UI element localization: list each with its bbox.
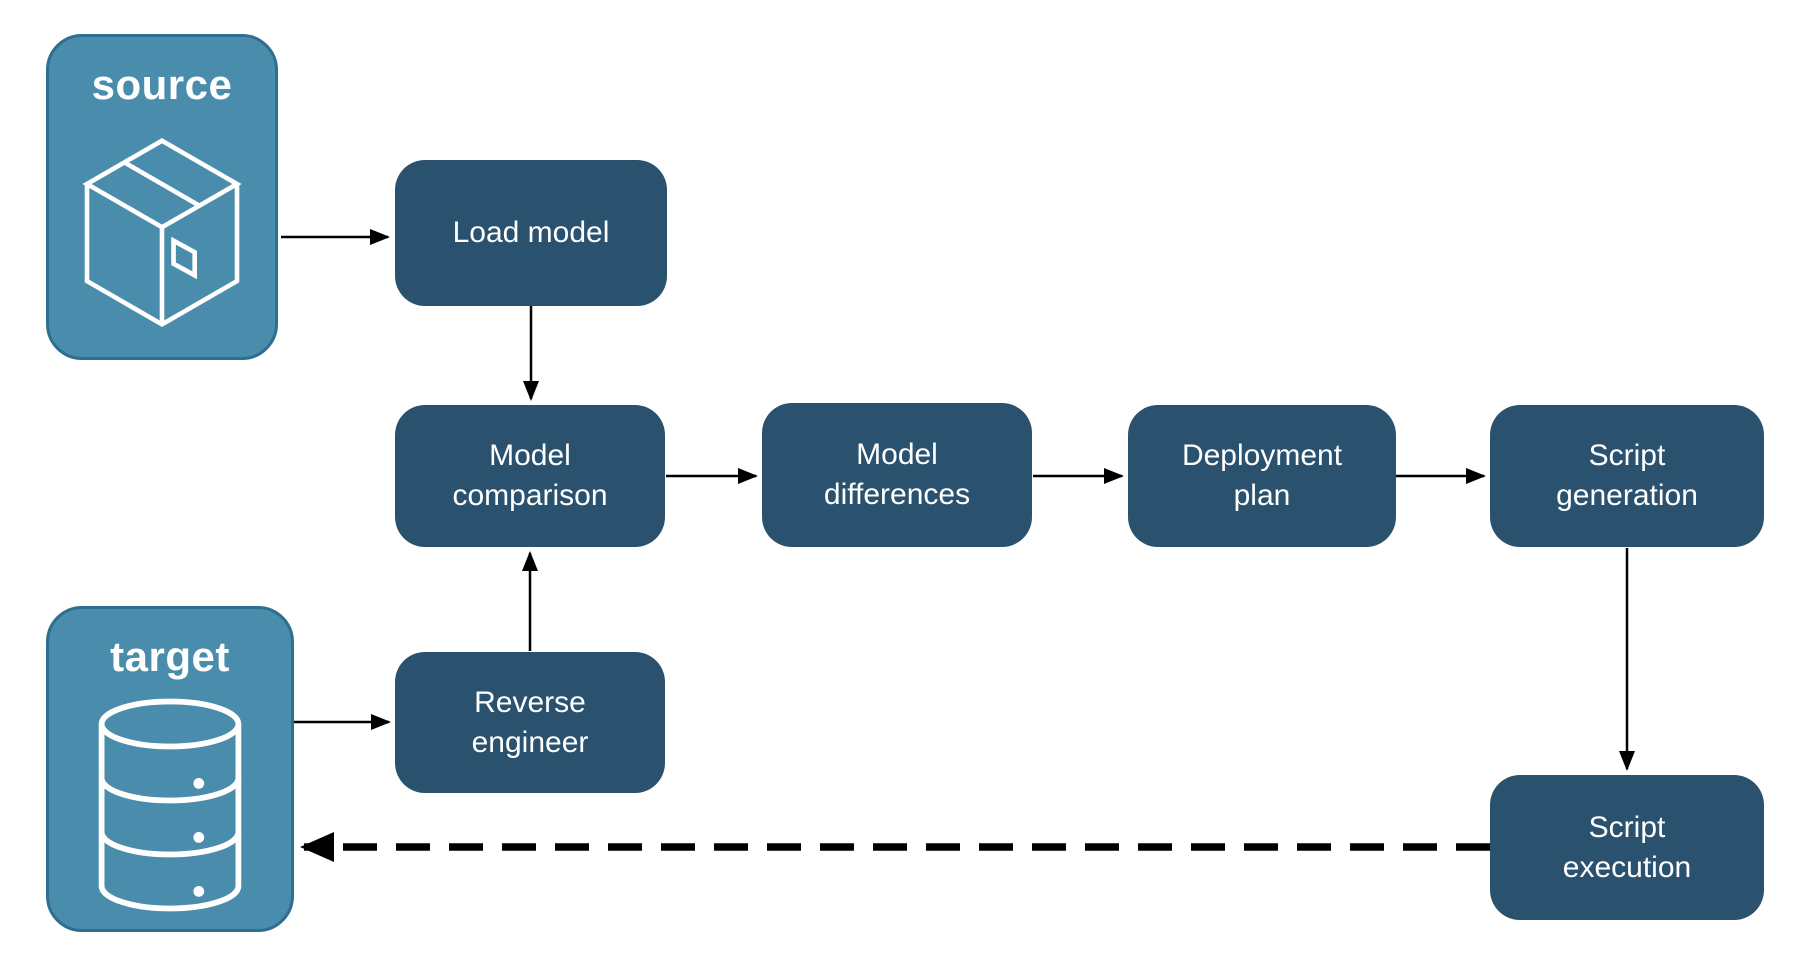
node-deployment-plan: Deployment plan [1128, 405, 1396, 547]
node-reverse-engineer-label: Reverse engineer [471, 685, 589, 759]
node-script-execution-label: Script execution [1562, 810, 1692, 884]
node-model-differences-label: Model differences [823, 438, 971, 511]
node-script-execution: Script execution [1490, 775, 1764, 920]
node-reverse-engineer: Reverse engineer [395, 652, 665, 793]
package-icon [49, 109, 275, 357]
terminal-target: target [46, 606, 294, 932]
node-script-generation: Script generation [1490, 405, 1764, 547]
node-deployment-plan-label: Deployment plan [1181, 439, 1343, 512]
database-icon [49, 681, 291, 929]
terminal-source: source [46, 34, 278, 360]
node-load-model: Load model [395, 160, 667, 306]
node-model-differences: Model differences [762, 403, 1032, 547]
node-script-generation-label: Script generation [1556, 439, 1698, 512]
terminal-source-label: source [91, 61, 233, 108]
node-model-comparison-label: Model comparison [452, 439, 608, 512]
terminal-target-label: target [110, 633, 230, 680]
node-model-comparison: Model comparison [395, 405, 665, 547]
node-load-model-label: Load model [452, 216, 610, 250]
